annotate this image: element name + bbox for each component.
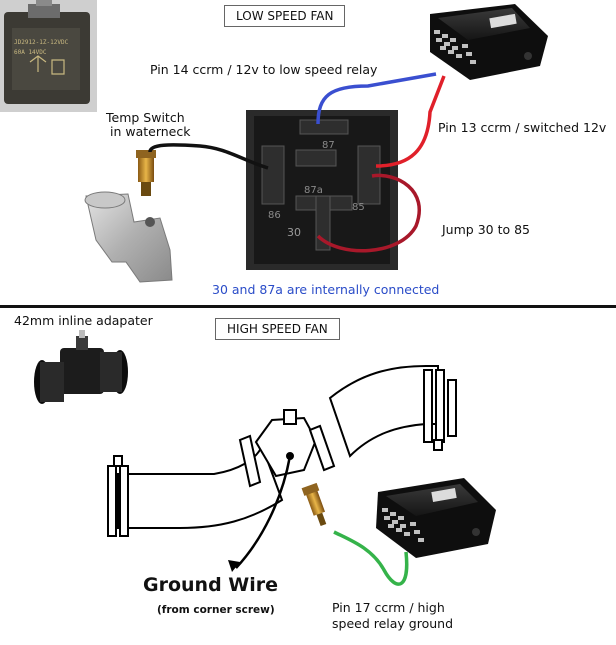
temp-switch-high	[301, 482, 327, 527]
pin13-label: Pin 13 ccrm / switched 12v	[438, 120, 607, 135]
red-wire-switched-12v	[375, 75, 446, 168]
pin-86-label: 86	[268, 210, 281, 221]
adapter-label: 42mm inline adapater	[14, 313, 153, 328]
jump-label: Jump 30 to 85	[442, 222, 531, 237]
pin-87-label: 87	[322, 140, 335, 151]
pin-85-label: 85	[352, 202, 365, 213]
hose-right	[328, 365, 457, 458]
internal-connection-note: 30 and 87a are internally connected	[212, 282, 440, 297]
ccrm-module-bottom	[376, 478, 496, 558]
hose-left	[107, 443, 284, 537]
jump-wire-30-85	[316, 173, 421, 253]
pin17-label-1: Pin 17 ccrm / high	[332, 600, 445, 615]
pin-87a-label: 87a	[304, 185, 323, 196]
ground-wire-arrow	[235, 455, 292, 569]
low-speed-fan-title: LOW SPEED FAN	[224, 5, 346, 27]
relay-photo: JD2912-1Z-12VDC 60A 14VDC	[0, 0, 97, 112]
blue-wire	[316, 72, 437, 125]
pin14-label: Pin 14 ccrm / 12v to low speed relay	[150, 62, 378, 77]
section-divider	[0, 305, 616, 308]
ground-wire-title: Ground Wire	[143, 574, 279, 596]
temp-switch-label-2: in waterneck	[110, 124, 191, 139]
relay-print-1: JD2912-1Z-12VDC	[14, 39, 69, 46]
high-speed-fan-title: HIGH SPEED FAN	[215, 318, 340, 340]
relay-print-2: 60A 14VDC	[14, 49, 47, 56]
inline-adapter	[34, 330, 128, 404]
black-wire	[148, 143, 269, 170]
green-wire	[333, 530, 409, 586]
waterneck-housing	[84, 191, 173, 283]
ccrm-module-top	[430, 4, 548, 80]
temp-switch-label-1: Temp Switch	[106, 110, 185, 125]
temp-switch	[136, 150, 156, 196]
pin17-label-2: speed relay ground	[332, 616, 454, 631]
ground-wire-subtitle: (from corner screw)	[157, 604, 275, 616]
relay-socket: 87 87a 85 86 30	[246, 110, 398, 270]
inline-adapter-outline	[238, 409, 336, 488]
pin-30-label: 30	[287, 226, 301, 239]
